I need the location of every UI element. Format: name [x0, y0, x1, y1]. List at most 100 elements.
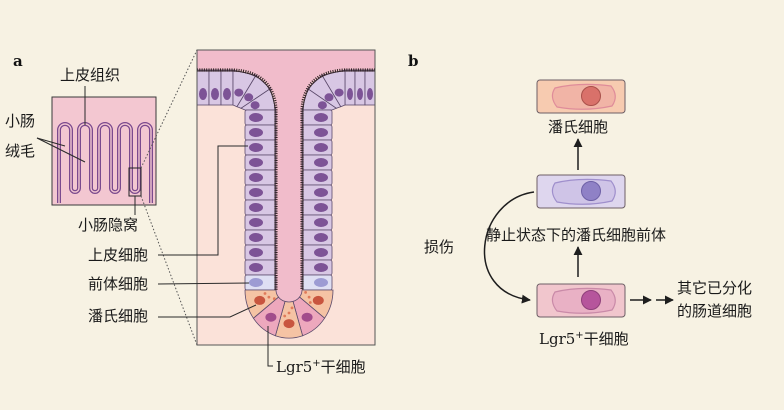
epithelial-cell-label: 上皮细胞	[88, 246, 148, 264]
crypt-cells	[197, 69, 375, 339]
epithelial-nucleus	[249, 248, 263, 257]
paneth-granule	[307, 295, 311, 299]
stem-cell-caption-prefix: Lgr5	[539, 330, 575, 348]
precursor-cell-box	[536, 174, 626, 209]
paneth-granule	[272, 297, 276, 301]
precursor-nucleus	[314, 278, 328, 287]
quiescent-precursor-caption: 静止状态下的潘氏细胞前体	[486, 226, 666, 244]
epithelial-nucleus	[314, 233, 328, 242]
epithelial-nucleus	[314, 128, 328, 137]
villi-leader-2	[36, 137, 86, 163]
injury-arrow	[483, 191, 535, 304]
zoom-connector-bottom	[140, 195, 198, 346]
paneth-nucleus	[254, 295, 266, 305]
precursor-cell-label: 前体细胞	[88, 275, 148, 293]
stem-cell-box	[536, 283, 626, 318]
paneth-granule	[304, 291, 307, 294]
brush-border-right-edge	[302, 70, 375, 290]
stem-cell-label-sup: +	[312, 358, 320, 369]
crypt-detail-frame	[196, 49, 376, 346]
epithelial-nucleus	[199, 88, 207, 100]
brush-border-left	[197, 68, 278, 290]
panel-b: b 潘氏细胞 静止状态下的潘氏细胞前体 损伤 Lgr5+干细胞 其它已分化	[408, 52, 752, 348]
epithelial-nucleus	[211, 88, 219, 100]
paneth-cell-nucleus	[581, 86, 601, 106]
epithelial-nucleus	[244, 93, 254, 102]
zoom-connector-top	[140, 49, 198, 169]
stem-cell-nucleus	[581, 290, 601, 310]
epithelial-nucleus	[314, 158, 328, 167]
paneth-granule	[308, 301, 312, 304]
epithelial-nucleus	[249, 128, 263, 137]
stem-cell-caption-suffix: 干细胞	[584, 330, 629, 348]
epithelial-nucleus	[249, 233, 263, 242]
epithelial-nucleus	[357, 88, 363, 100]
paneth-granule	[287, 311, 291, 315]
villi-epithelium-inner	[58, 123, 152, 203]
villi-label-line1: 小肠	[5, 112, 35, 130]
epithelial-nucleus	[250, 101, 260, 110]
epithelial-nucleus	[314, 203, 328, 212]
crypt-label: 小肠隐窝	[78, 216, 138, 234]
brush-border-left-edge	[197, 70, 276, 290]
paneth-cell-caption: 潘氏细胞	[548, 118, 608, 136]
epithelium-label: 上皮组织	[60, 66, 120, 84]
villi-overview	[51, 96, 157, 206]
stem-cell-label-prefix: Lgr5	[276, 358, 312, 376]
other-cells-caption-line2: 的肠道细胞	[677, 302, 752, 320]
paneth-nucleus	[312, 295, 324, 305]
precursor-cell-nucleus	[581, 181, 601, 201]
stem-cell-leader	[267, 326, 273, 367]
epithelial-nucleus	[249, 188, 263, 197]
epithelial-nucleus	[317, 101, 327, 110]
epithelial-nucleus	[314, 173, 328, 182]
epithelial-nucleus	[314, 263, 328, 272]
paneth-granule	[283, 314, 287, 318]
epithelial-nucleus	[249, 158, 263, 167]
epithelial-nucleus	[367, 88, 373, 100]
epithelial-nucleus	[249, 173, 263, 182]
epithelial-nucleus	[234, 88, 244, 97]
paneth-cell-box	[536, 79, 626, 114]
other-cells-caption-line1: 其它已分化	[677, 279, 752, 297]
villi-leader-1	[36, 137, 66, 147]
paneth-granule	[267, 295, 271, 299]
epithelial-nucleus	[249, 143, 263, 152]
stem-nucleus	[265, 312, 277, 322]
stem-cell-label-suffix: 干细胞	[321, 358, 366, 376]
epithelial-nucleus	[324, 93, 334, 102]
epithelial-nucleus	[314, 218, 328, 227]
panel-a: a 上皮组织 小肠 绒毛 小肠隐窝	[5, 49, 376, 376]
panel-a-label: a	[13, 52, 23, 70]
paneth-granule	[290, 306, 294, 310]
epithelial-nucleus	[314, 113, 328, 122]
villi-label-line2: 绒毛	[5, 142, 35, 160]
paneth-nucleus	[283, 319, 295, 329]
stem-cell-label: Lgr5+干细胞	[276, 358, 366, 376]
epithelial-nucleus	[223, 88, 231, 100]
injury-label: 损伤	[424, 238, 454, 256]
epithelial-nucleus	[347, 88, 353, 100]
epithelial-nucleus	[334, 88, 344, 97]
paneth-cell-label: 潘氏细胞	[88, 307, 148, 325]
brush-border-right	[300, 68, 375, 290]
epithelial-nucleus	[249, 113, 263, 122]
epithelial-cell-leader	[158, 145, 248, 256]
epithelial-nucleus	[249, 263, 263, 272]
crypt-lumen	[197, 50, 375, 302]
precursor-cell-leader	[157, 282, 250, 285]
epithelial-nucleus	[314, 248, 328, 257]
epithelial-nucleus	[249, 203, 263, 212]
crypt-detail	[196, 49, 376, 346]
stem-nucleus	[301, 312, 313, 322]
paneth-granule	[263, 292, 267, 295]
stem-cell-caption: Lgr5+干细胞	[539, 330, 629, 348]
epithelial-nucleus	[314, 143, 328, 152]
precursor-nucleus	[249, 278, 263, 287]
panel-b-label: b	[408, 52, 419, 70]
epithelial-nucleus	[249, 218, 263, 227]
stem-cell-caption-sup: +	[575, 330, 583, 341]
paneth-cell-leader	[158, 304, 257, 318]
epithelial-nucleus	[314, 188, 328, 197]
